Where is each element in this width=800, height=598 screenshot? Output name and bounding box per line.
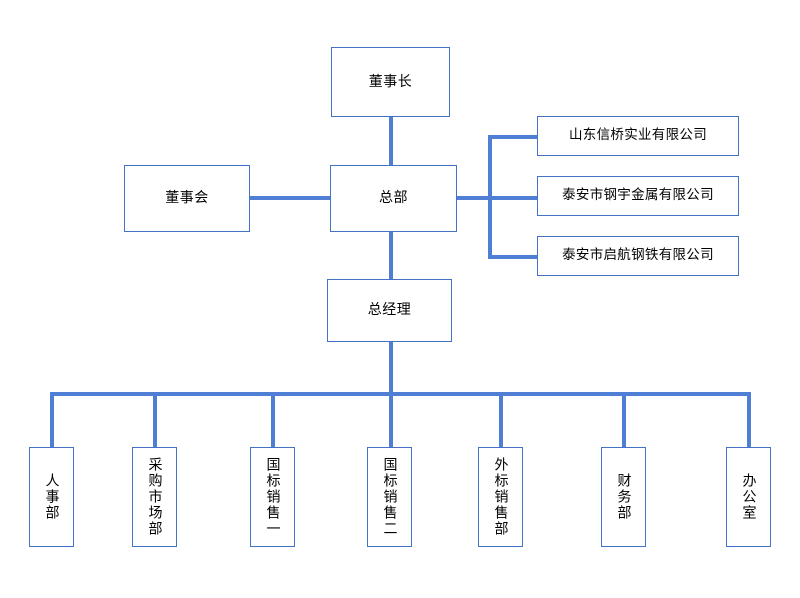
connector-branch-subsidiary-1 xyxy=(488,135,538,139)
node-general-manager-label: 总经理 xyxy=(367,302,412,319)
node-department-3[interactable]: 国标销售一 xyxy=(250,447,295,547)
connector-chairman-to-headquarters xyxy=(389,117,393,166)
node-board-of-directors-label: 董事会 xyxy=(165,190,209,207)
connector-drop-department-1 xyxy=(50,392,54,447)
node-department-4-label: 国标销售二 xyxy=(381,457,398,537)
connector-drop-department-4 xyxy=(389,392,393,447)
node-department-2-label: 采购市场部 xyxy=(146,457,163,537)
connector-headquarters-to-subsidiary-trunk xyxy=(456,196,492,200)
connector-headquarters-to-general-manager xyxy=(389,231,393,279)
connector-branch-subsidiary-3 xyxy=(488,255,538,259)
node-board-of-directors[interactable]: 董事会 xyxy=(124,165,250,232)
node-department-4[interactable]: 国标销售二 xyxy=(367,447,412,547)
connector-drop-department-6 xyxy=(622,392,626,447)
node-department-5[interactable]: 外标销售部 xyxy=(478,447,523,547)
node-subsidiary-2[interactable]: 泰安市钢宇金属有限公司 xyxy=(537,176,739,216)
connector-drop-department-2 xyxy=(153,392,157,447)
node-department-6[interactable]: 财务部 xyxy=(601,447,646,547)
node-headquarters-label: 总部 xyxy=(379,190,408,207)
connector-drop-department-3 xyxy=(271,392,275,447)
node-chairman[interactable]: 董事长 xyxy=(331,47,450,117)
connector-department-bus xyxy=(50,392,750,396)
node-subsidiary-1[interactable]: 山东信桥实业有限公司 xyxy=(537,116,739,156)
node-chairman-label: 董事长 xyxy=(368,73,413,90)
node-department-3-label: 国标销售一 xyxy=(264,457,281,537)
node-department-6-label: 财务部 xyxy=(615,473,632,521)
node-department-1-label: 人事部 xyxy=(43,473,60,521)
node-subsidiary-2-label: 泰安市钢宇金属有限公司 xyxy=(562,187,714,204)
connector-drop-department-5 xyxy=(499,392,503,447)
node-subsidiary-3[interactable]: 泰安市启航钢铁有限公司 xyxy=(537,236,739,276)
node-subsidiary-3-label: 泰安市启航钢铁有限公司 xyxy=(562,247,714,264)
node-subsidiary-1-label: 山东信桥实业有限公司 xyxy=(569,127,707,144)
connector-board-to-headquarters xyxy=(249,196,331,200)
connector-branch-subsidiary-2 xyxy=(488,196,538,200)
node-department-5-label: 外标销售部 xyxy=(492,457,509,537)
node-department-2[interactable]: 采购市场部 xyxy=(132,447,177,547)
node-headquarters[interactable]: 总部 xyxy=(330,165,457,232)
node-general-manager[interactable]: 总经理 xyxy=(327,279,452,342)
connector-general-manager-to-bus xyxy=(389,342,393,396)
node-department-7[interactable]: 办公室 xyxy=(726,447,771,547)
node-department-1[interactable]: 人事部 xyxy=(29,447,74,547)
node-department-7-label: 办公室 xyxy=(740,473,757,521)
connector-drop-department-7 xyxy=(747,392,751,447)
